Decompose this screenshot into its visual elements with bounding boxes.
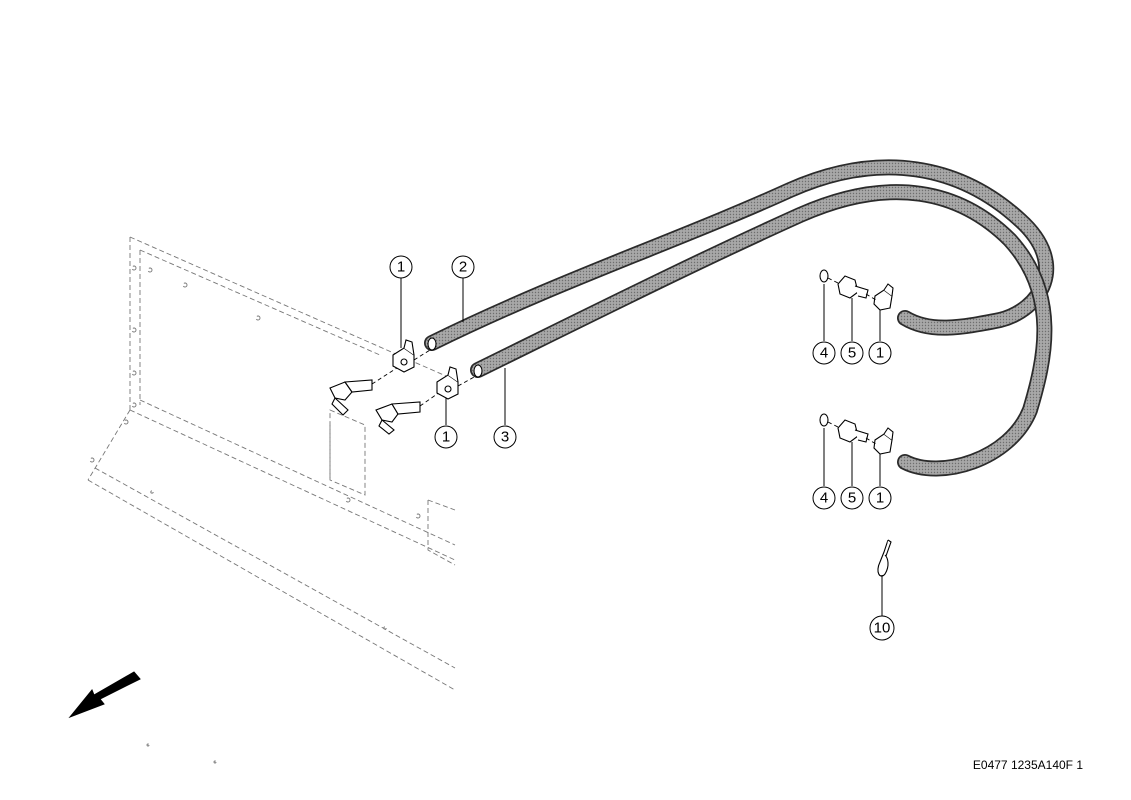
callout-label: 1 (397, 259, 405, 276)
callout-label: 5 (848, 345, 856, 362)
callout-1-lower-right: 1 (868, 486, 892, 510)
cable-tie (877, 539, 892, 577)
callout-1-upper-left: 1 (389, 255, 413, 279)
callout-label: 4 (820, 490, 828, 507)
callout-label: 5 (848, 490, 856, 507)
panel-connectors (329, 365, 441, 435)
callout-label: 1 (876, 345, 884, 362)
callout-label: 10 (874, 620, 891, 637)
direction-arrow-icon (68, 671, 141, 719)
frame-panel (87, 236, 456, 764)
callout-label: 1 (442, 429, 450, 446)
leader-lines (400, 278, 883, 616)
hose-3 (470, 184, 1053, 477)
callout-4-upper: 4 (812, 341, 836, 365)
hose-2 (424, 159, 1055, 351)
fitting-set-upper (819, 269, 894, 311)
drawing-code: E0477 1235A140F 1 (972, 758, 1083, 772)
callout-2: 2 (451, 255, 475, 279)
callout-5-lower: 5 (840, 486, 864, 510)
callout-label: 4 (820, 345, 828, 362)
callout-label: 3 (501, 429, 509, 446)
callout-label: 2 (459, 259, 467, 276)
hose-3-end (473, 364, 483, 378)
clamp-left-lower (436, 366, 477, 400)
callout-label: 1 (876, 490, 884, 507)
callout-5-upper: 5 (840, 341, 864, 365)
clamp-left-upper (392, 339, 431, 373)
callout-10: 10 (869, 615, 895, 641)
fitting-set-lower (819, 413, 894, 455)
callout-4-lower: 4 (812, 486, 836, 510)
hose-2-end (427, 337, 437, 351)
callout-1-lower-left: 1 (434, 425, 458, 449)
callout-3: 3 (493, 425, 517, 449)
callout-1-upper-right: 1 (868, 341, 892, 365)
